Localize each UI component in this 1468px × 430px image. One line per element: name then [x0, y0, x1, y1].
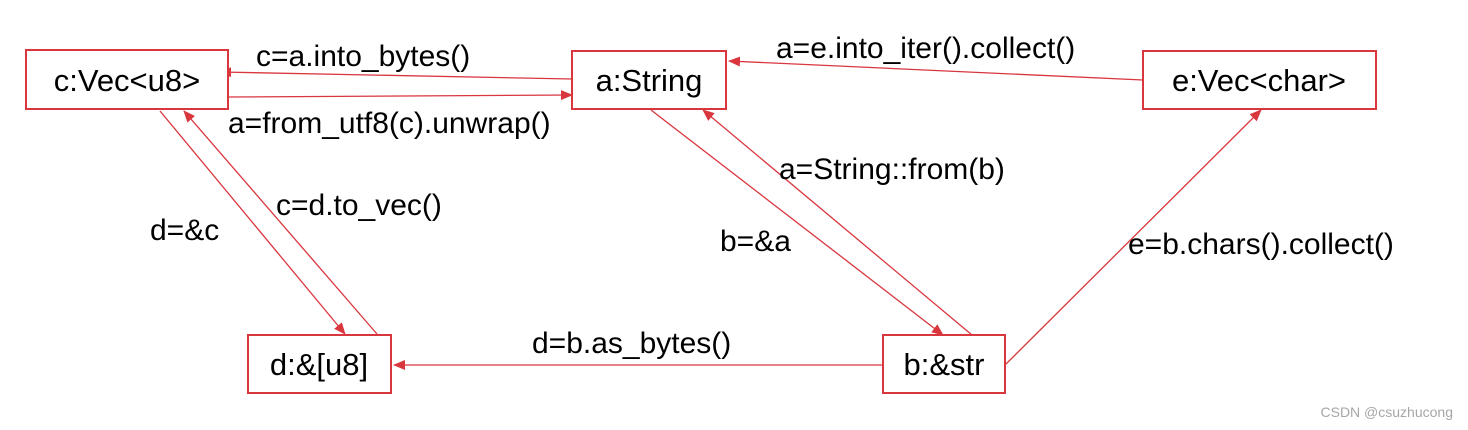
- edge-label-string-from: a=String::from(b): [779, 153, 1005, 186]
- edge-e-to-a: [728, 56, 1144, 81]
- node-e-label: e:Vec<char>: [1172, 63, 1346, 98]
- watermark: CSDN @csuzhucong: [1321, 404, 1454, 420]
- node-b: b:&str: [882, 334, 1006, 394]
- node-e-box: [1142, 50, 1377, 110]
- edge-b-to-e: [1005, 109, 1262, 365]
- node-a-label: a:String: [596, 63, 703, 98]
- edge-d-to-c: [183, 110, 378, 335]
- edge-label-into-bytes: c=a.into_bytes(): [256, 40, 470, 73]
- edge-label-as-bytes: d=b.as_bytes(): [532, 327, 731, 360]
- edge-a-to-c: [219, 67, 573, 80]
- node-e: e:Vec<char>: [1142, 50, 1377, 110]
- node-c-label: c:Vec<u8>: [54, 63, 201, 98]
- edge-label-ref-a: b=&a: [720, 225, 791, 258]
- node-a: a:String: [571, 50, 727, 110]
- edge-c-to-d: [159, 110, 346, 335]
- node-b-box: [882, 334, 1006, 394]
- edge-label-chars-collect: e=b.chars().collect(): [1128, 228, 1394, 261]
- edge-label-to-vec: c=d.to_vec(): [276, 189, 442, 222]
- node-d-label: d:&[u8]: [270, 347, 368, 382]
- edge-label-ref-c: d=&c: [150, 214, 219, 247]
- node-c: c:Vec<u8>: [25, 49, 229, 110]
- edge-a-to-b: [650, 109, 944, 336]
- node-a-box: [571, 50, 727, 110]
- node-d: d:&[u8]: [247, 334, 392, 394]
- edge-c-to-a: [227, 90, 573, 101]
- edges: [159, 56, 1262, 370]
- node-c-box: [25, 49, 229, 110]
- edge-b-to-a: [702, 109, 973, 336]
- edge-label-into-iter-collect: a=e.into_iter().collect(): [776, 32, 1075, 65]
- edge-labels: c=a.into_bytes() a=from_utf8(c).unwrap()…: [150, 32, 1394, 360]
- node-d-box: [247, 334, 392, 394]
- edge-label-from-utf8: a=from_utf8(c).unwrap(): [228, 107, 551, 140]
- node-b-label: b:&str: [904, 347, 985, 382]
